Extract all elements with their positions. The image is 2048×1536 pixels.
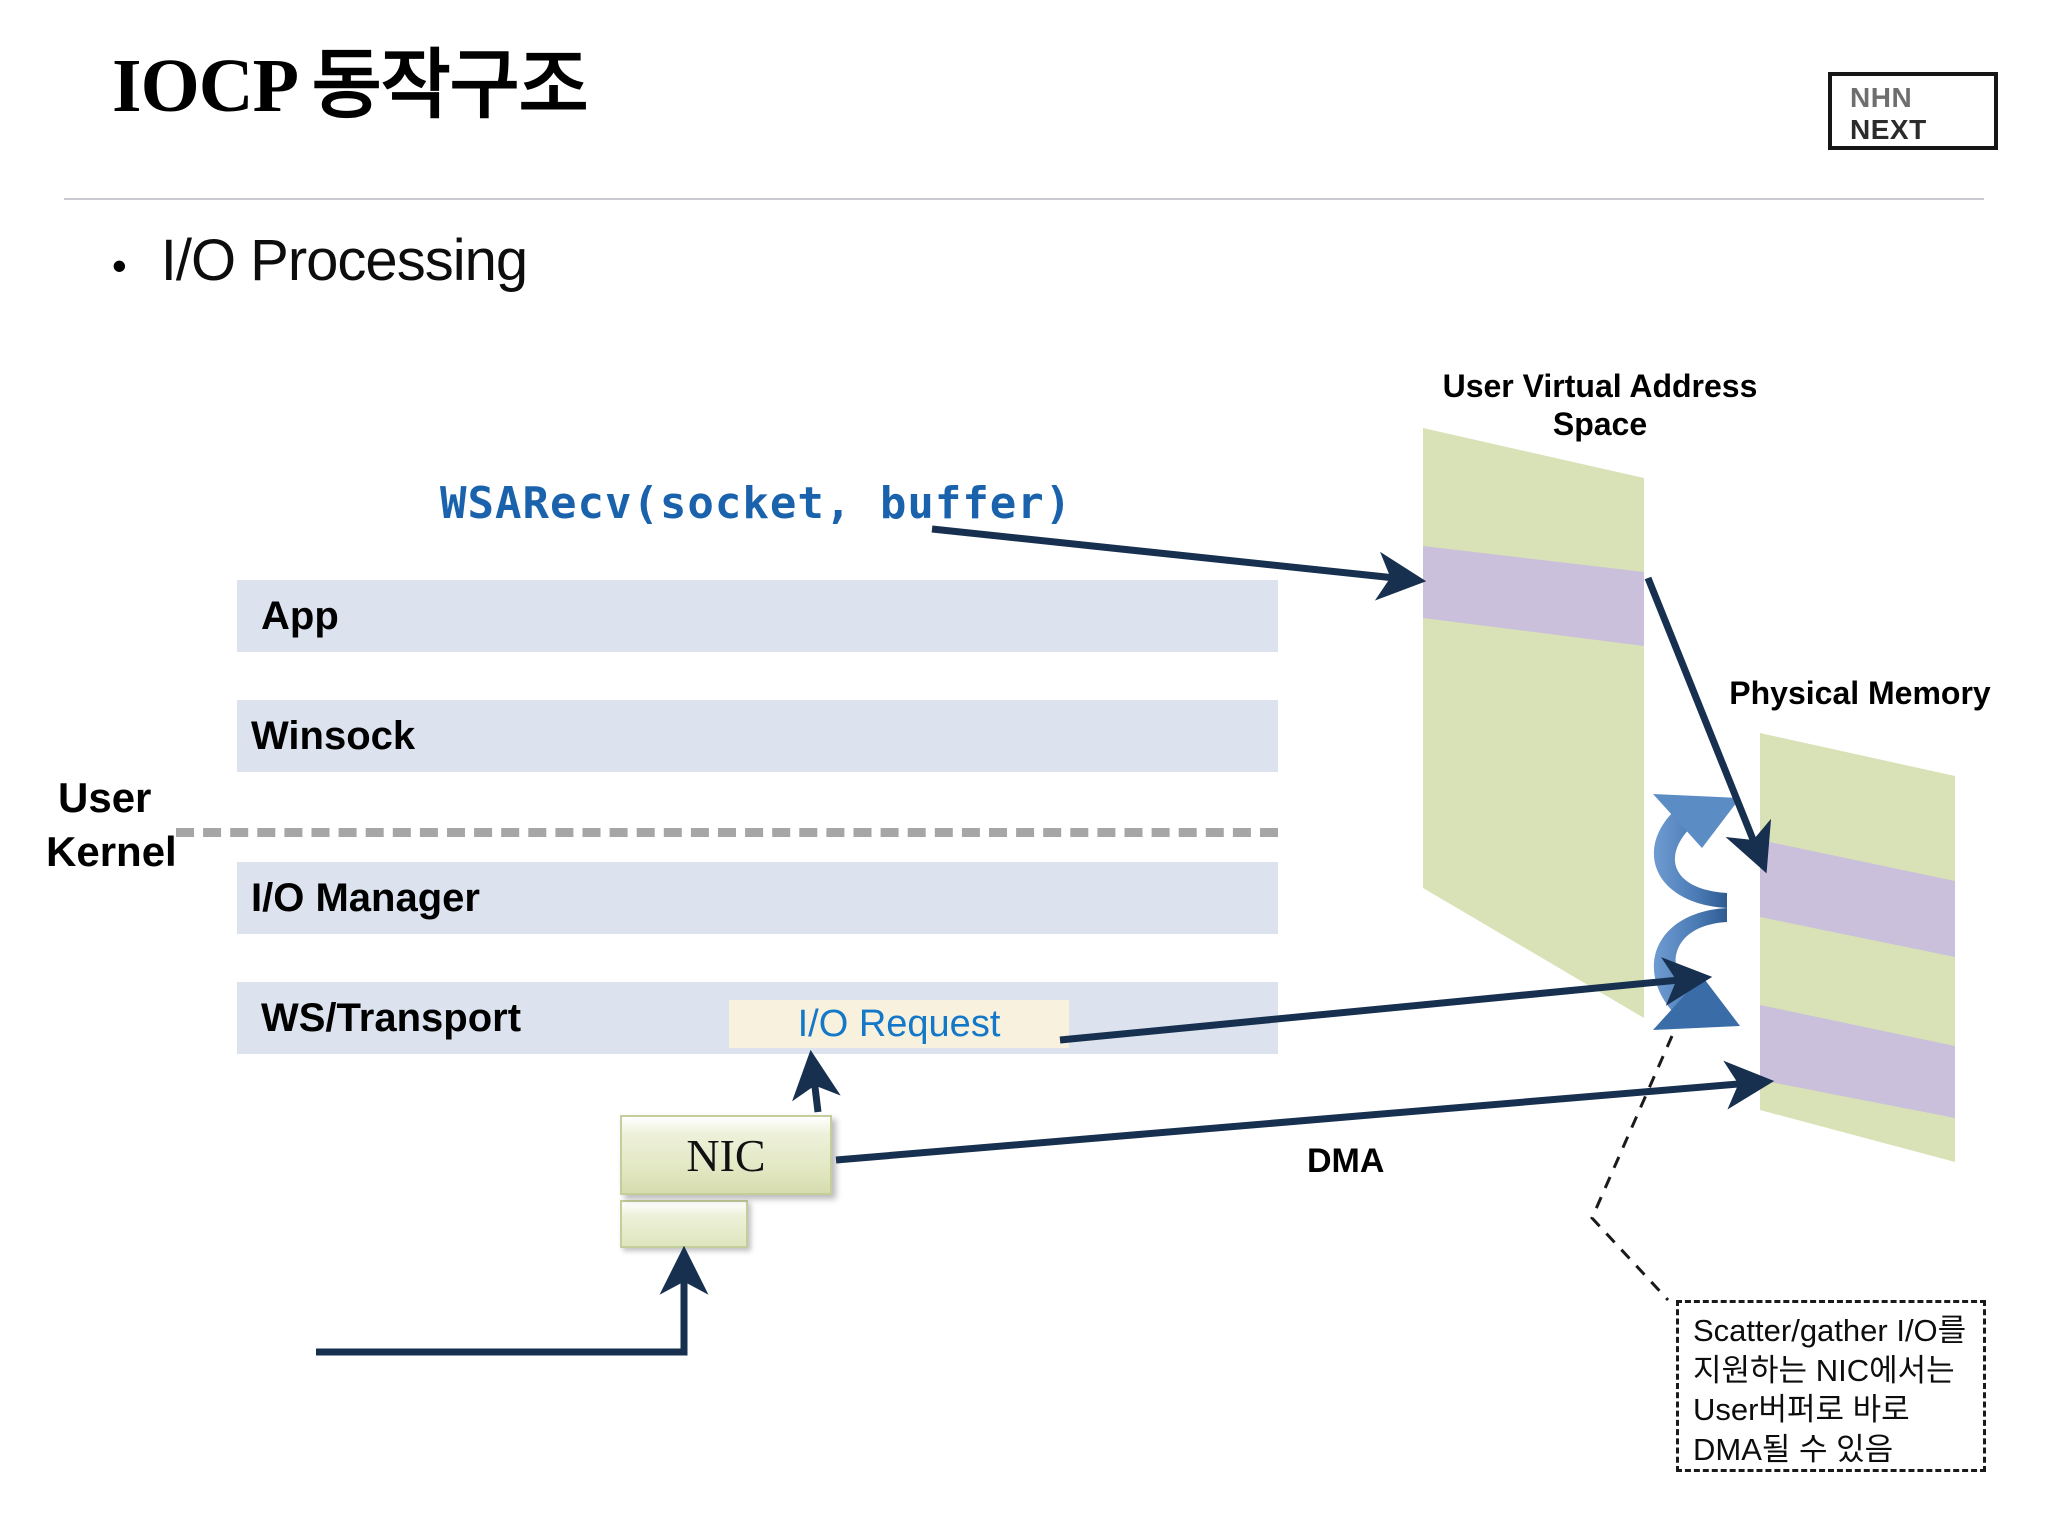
stack-layer-winsock: Winsock [237,700,1278,772]
arrow-nic-to-io-request [792,1049,841,1113]
arrow-wsarecv-to-user-buffer [931,525,1427,601]
stack-layer-winsock-label: Winsock [251,713,416,758]
physical-memory-title: Physical Memory [1729,675,1991,711]
stack-layer-io-manager: I/O Manager [237,862,1278,934]
stack-layer-ws-transport-label: WS/Transport [261,995,522,1040]
nic-box: NIC [620,1115,832,1195]
title-divider [64,198,1984,200]
logo-line-nhn: NHN [1850,82,1913,113]
bullet-dot-icon: • [112,242,127,289]
arrow-nic-dma-to-memory [835,1060,1775,1164]
wsarecv-call-label: WSARecv(socket, buffer) [440,478,1073,529]
stack-layer-app-label: App [261,593,339,638]
scatter-gather-note: Scatter/gather I/O를 지원하는 NIC에서는 User버퍼로 … [1676,1300,1986,1472]
nic-label: NIC [686,1129,766,1181]
io-request-label: I/O Request [797,1002,1001,1045]
scatter-gather-note-text: Scatter/gather I/O를 지원하는 NIC에서는 User버퍼로 … [1693,1313,1967,1468]
user-kernel-divider [176,828,1278,837]
bullet-item-label: I/O Processing [160,228,528,293]
dma-label: DMA [1307,1142,1385,1180]
physical-memory-block [1760,733,1955,1162]
arrow-network-into-nic [316,1245,709,1356]
stack-layer-app: App [237,580,1278,652]
bullet-item: • I/O Processing [112,228,528,293]
nic-secondary-box [620,1200,748,1248]
stack-layer-io-manager-label: I/O Manager [251,875,480,920]
io-request-tag: I/O Request [729,1000,1069,1048]
scatter-gather-curved-arrow [1653,794,1740,1030]
nhn-next-logo: NHN NEXT [1828,72,1998,150]
user-virtual-address-space-block [1423,428,1644,1018]
kernel-mode-label: Kernel [46,828,177,875]
logo-line-next: NEXT [1850,114,1927,145]
user-mode-label: User [58,774,152,821]
page-title: IOCP 동작구조 [112,44,588,128]
arrow-virtual-to-physical [1644,576,1772,874]
note-leader-line [1590,1035,1674,1302]
user-virtual-address-space-title: User Virtual Address Space [1442,368,1758,442]
